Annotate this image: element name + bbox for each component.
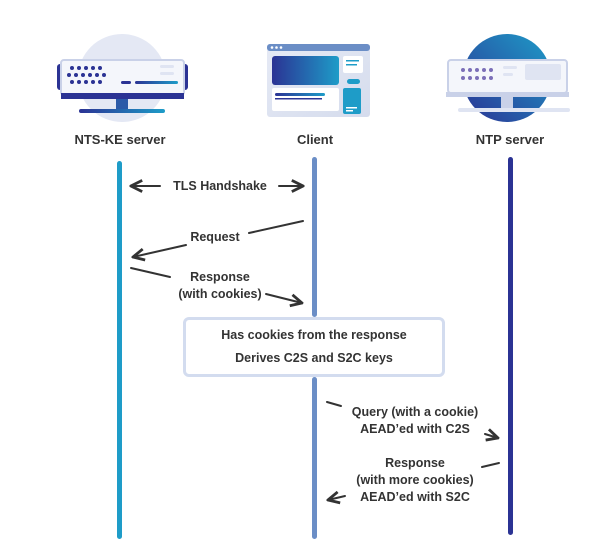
server-globe-icon [446,34,570,122]
message-line: Query (with a cookie) [351,405,479,419]
message-request: Request [190,230,240,244]
node-label-client: Client [296,132,334,147]
arrow-query-tail [326,401,342,407]
message-line: Response [385,456,445,470]
arrow-ntp-response-head [328,496,346,500]
node-label-ntp-server: NTP server [475,132,545,147]
lifeline-client [312,157,317,317]
server-icon [57,34,188,122]
message-line: (with cookies) [178,287,262,301]
message-query: Query (with a cookie) AEAD’ed with C2S [335,404,495,438]
browser-window-icon [267,44,370,117]
message-line: Response [190,270,250,284]
arrow-ntp-response-tail [481,462,500,468]
arrow-query-head [484,434,498,438]
message-line: AEAD’ed with C2S [360,422,470,436]
message-ntp-response: Response (with more cookies) AEAD’ed wit… [335,455,495,506]
note-line: Has cookies from the response [221,328,407,342]
note-line: Derives C2S and S2C keys [235,351,393,365]
message-tls-handshake: TLS Handshake [173,179,267,193]
arrow-request-head [133,244,187,257]
lifeline-nts-ke-server [117,161,122,539]
arrow-response-tail [130,267,171,278]
arrow-request-tail [248,220,304,234]
message-response-cookies: Response (with cookies) [160,269,280,303]
lifeline-ntp-server [508,157,513,535]
lifeline-client-lower [312,377,317,539]
message-line: (with more cookies) [356,473,474,487]
node-label-nts-ke-server: NTS-KE server [74,132,166,147]
arrow-response-head [265,293,302,303]
message-line: AEAD’ed with S2C [360,490,470,504]
client-note-box: Has cookies from the response Derives C2… [183,317,445,377]
